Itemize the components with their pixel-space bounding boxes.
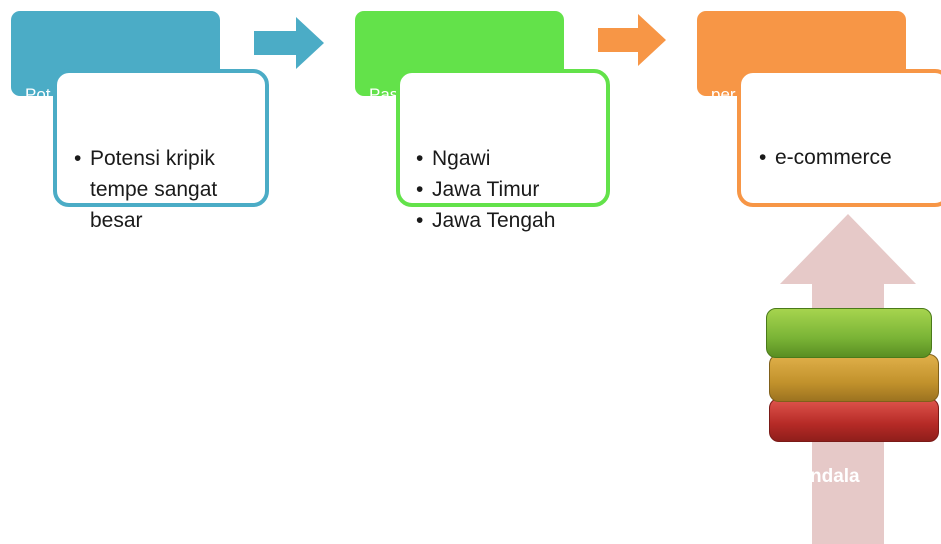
bullet-item: Jawa Tengah bbox=[416, 205, 606, 236]
obstacle-label: ndala bbox=[810, 466, 860, 487]
stage-1-header-label: Pot bbox=[25, 85, 51, 104]
bullet-item: Ngawi bbox=[416, 143, 606, 174]
right-arrow-icon bbox=[598, 14, 666, 66]
stage-3-bullet-list: e-commerce bbox=[759, 142, 939, 173]
stage-2-header-label: Pas bbox=[369, 85, 399, 104]
stage-3-header-label: per bbox=[711, 85, 736, 104]
bullet-item: Potensi kripik tempe sangat besar bbox=[74, 143, 264, 236]
stage-2-bullet-list: Ngawi Jawa Timur Jawa Tengah bbox=[416, 143, 606, 236]
obstacle-bar-green bbox=[766, 308, 932, 358]
bullet-item: e-commerce bbox=[759, 142, 939, 173]
bullet-item: Jawa Timur bbox=[416, 174, 606, 205]
obstacle-bar-red bbox=[769, 398, 939, 442]
right-arrow-icon bbox=[254, 17, 324, 69]
obstacle-bar-yellow bbox=[769, 354, 939, 402]
stage-3-card bbox=[737, 69, 941, 207]
stage-1-bullet-list: Potensi kripik tempe sangat besar bbox=[74, 143, 264, 236]
